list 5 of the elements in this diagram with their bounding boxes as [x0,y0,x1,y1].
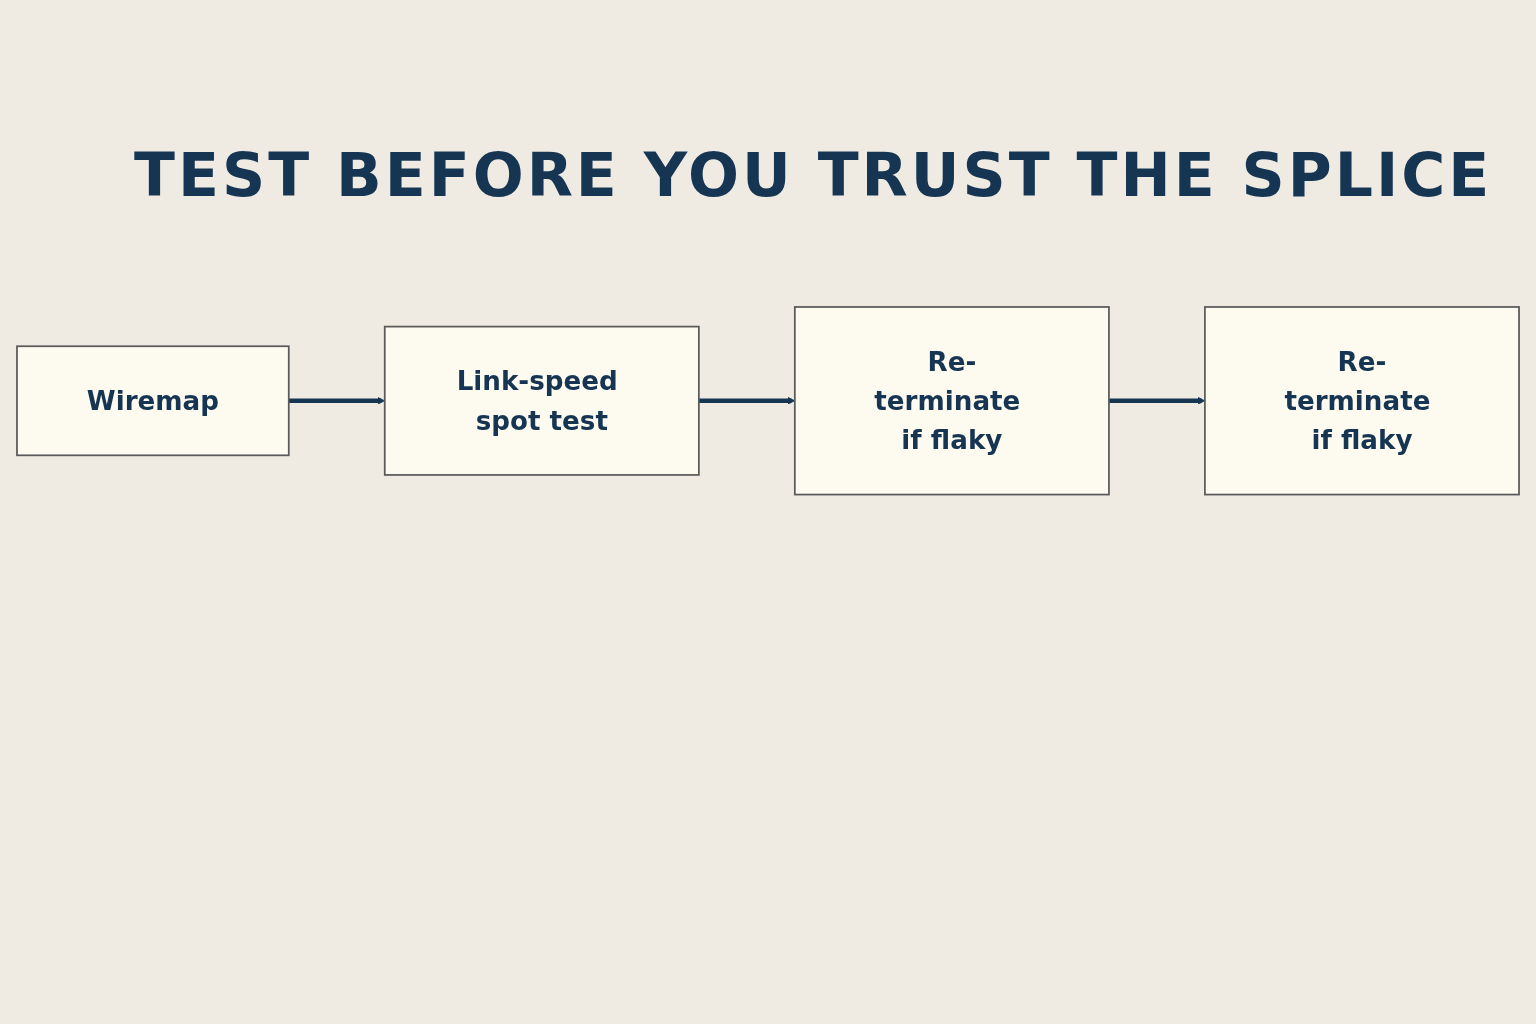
node-box: Wiremap [16,345,290,457]
node-box: Re-terminate if flaky [793,306,1110,496]
node-box: Re-terminate if flaky [1204,306,1520,496]
diagram-title: TEST BEFORE YOU TRUST THE SPLICE [134,140,1493,210]
node-box: Link-speed spot test [383,325,700,476]
